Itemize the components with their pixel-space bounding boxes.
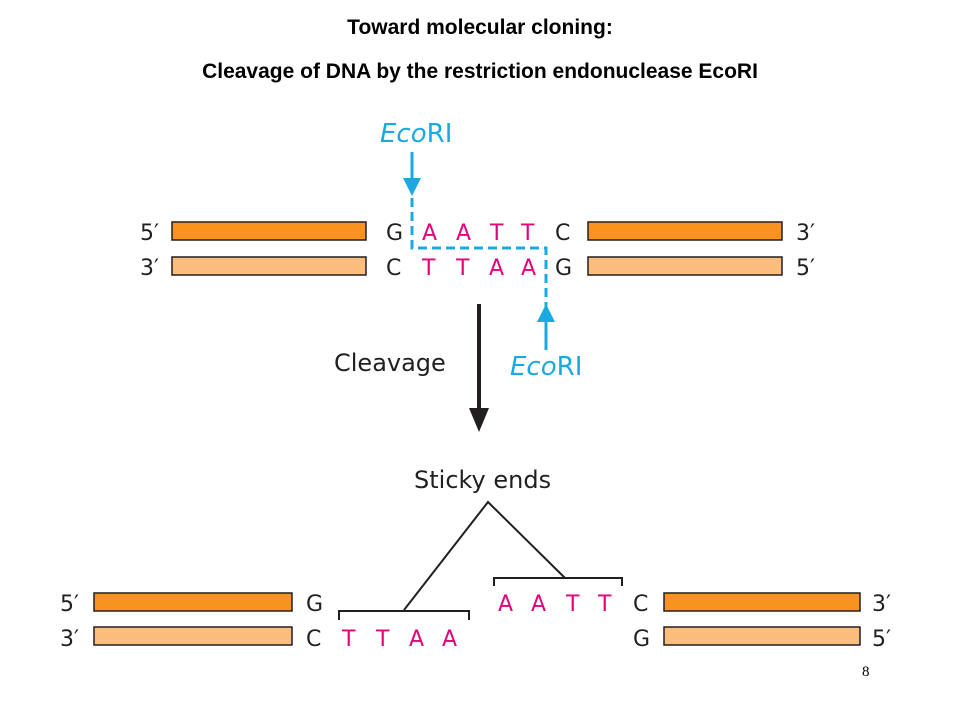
- left-fragment-bottom-base: C: [306, 627, 321, 652]
- bottom-strand-base: T: [421, 256, 436, 281]
- left-sticky-end-bracket: [338, 610, 470, 620]
- right-fragment-five-prime-label: 5′: [872, 627, 891, 652]
- right-fragment-top-base: T: [597, 592, 612, 617]
- top-left-strand-upper-bar: [171, 221, 367, 241]
- bottom-strand-base: T: [455, 256, 470, 281]
- left-fragment-bottom-base: T: [341, 627, 356, 652]
- left-fragment-bottom-base: T: [375, 627, 390, 652]
- top-strand-base: T: [520, 221, 535, 246]
- right-fragment-lower-bar: [663, 626, 861, 646]
- left-fragment-three-prime-label: 3′: [60, 627, 79, 652]
- top-left-strand-lower-bar: [171, 256, 367, 276]
- right-fragment-top-base: A: [531, 592, 546, 617]
- cleavage-arrowhead-icon: [469, 408, 489, 432]
- cleavage-step-label: Cleavage: [334, 349, 446, 377]
- bottom-strand-five-prime-label: 5′: [796, 256, 815, 281]
- left-fragment-top-base: G: [306, 592, 323, 617]
- top-strand-three-prime-label: 3′: [796, 221, 815, 246]
- right-fragment-three-prime-label: 3′: [872, 592, 891, 617]
- right-fragment-bottom-base: G: [633, 627, 650, 652]
- bottom-strand-base: C: [386, 256, 401, 281]
- cleavage-cut-line: [410, 198, 548, 312]
- top-strand-base: A: [456, 221, 471, 246]
- left-fragment-five-prime-label: 5′: [60, 592, 79, 617]
- top-strand-base: T: [489, 221, 504, 246]
- top-strand-base: A: [422, 221, 437, 246]
- bottom-strand-base: A: [521, 256, 536, 281]
- ecori-label-top: EcoRI: [380, 119, 452, 149]
- page-number: 8: [862, 664, 870, 680]
- bottom-strand-base: G: [555, 256, 572, 281]
- right-fragment-top-base: A: [498, 592, 513, 617]
- left-fragment-bottom-base: A: [442, 627, 457, 652]
- sticky-ends-pointer-lines: [403, 500, 566, 611]
- top-strand-base: C: [555, 221, 570, 246]
- ecori-top-arrowhead-icon: [403, 178, 421, 196]
- right-fragment-top-base: C: [633, 592, 648, 617]
- page-title: Toward molecular cloning:: [347, 16, 613, 39]
- ecori-bottom-arrowhead-icon: [537, 304, 555, 322]
- left-fragment-bottom-base: A: [409, 627, 424, 652]
- right-fragment-top-base: T: [565, 592, 580, 617]
- bottom-strand-three-prime-label: 3′: [140, 256, 159, 281]
- top-right-strand-lower-bar: [587, 256, 783, 276]
- right-fragment-upper-bar: [663, 592, 861, 612]
- sticky-ends-label: Sticky ends: [414, 466, 551, 494]
- page-subtitle: Cleavage of DNA by the restriction endon…: [202, 60, 758, 83]
- top-right-strand-upper-bar: [587, 221, 783, 241]
- right-sticky-end-bracket: [493, 577, 623, 586]
- bottom-strand-base: A: [489, 256, 504, 281]
- top-strand-base: G: [386, 221, 403, 246]
- ecori-label-bottom: EcoRI: [510, 352, 582, 382]
- top-strand-five-prime-label: 5′: [140, 221, 159, 246]
- left-fragment-upper-bar: [93, 592, 293, 612]
- left-fragment-lower-bar: [93, 626, 293, 646]
